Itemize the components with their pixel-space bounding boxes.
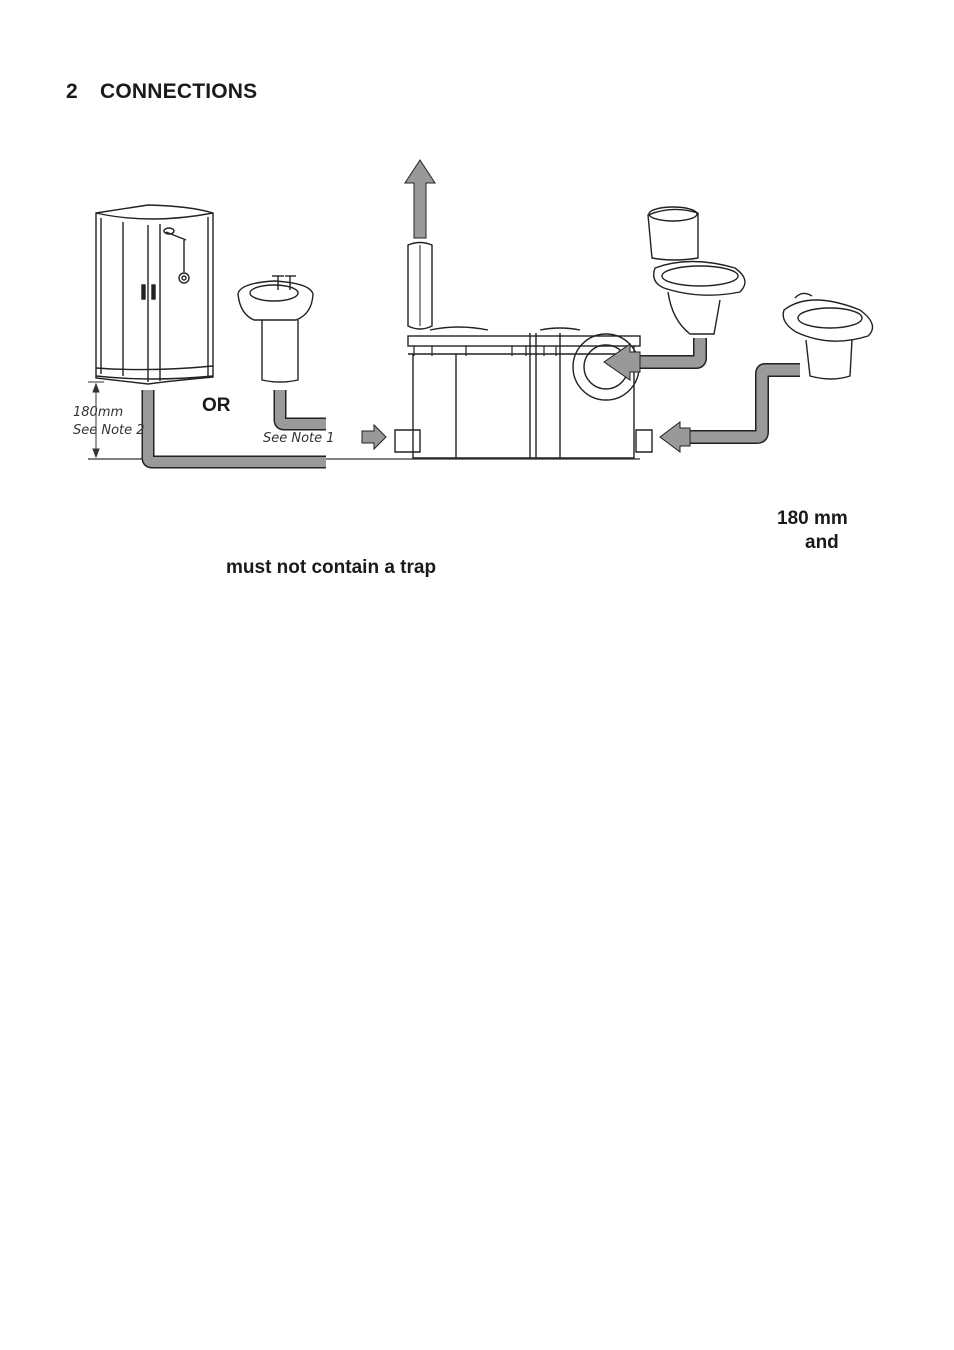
- connections-diagram: [88, 159, 874, 469]
- shower-enclosure-illustration: [95, 204, 214, 385]
- inlet-arrow-left: [361, 423, 387, 451]
- text-fragment-and: and: [805, 532, 839, 553]
- text-fragment-180mm: 180 mm: [777, 508, 848, 529]
- drain-pipes-left: [141, 390, 326, 469]
- shower-note-ref: See Note 2: [73, 423, 145, 438]
- basin-illustration: [237, 275, 314, 383]
- wc-inlet-arrow: [603, 343, 641, 381]
- height-dimension: [88, 381, 104, 459]
- shower-height-note: 180mm See Note 2: [73, 404, 145, 440]
- discharge-arrow-up: [404, 159, 436, 239]
- bidet-pipe: [676, 363, 800, 444]
- bidet-illustration: [782, 292, 874, 380]
- wc-illustration: [647, 206, 746, 335]
- basin-note-ref: See Note 1: [263, 431, 335, 446]
- or-label: OR: [202, 395, 231, 416]
- macerator-unit-illustration: [394, 326, 653, 459]
- shower-height-value: 180mm: [73, 405, 124, 420]
- discharge-pipe: [407, 241, 433, 330]
- text-fragment-trap: must not contain a trap: [226, 557, 437, 578]
- section-title: CONNECTIONS: [100, 80, 258, 103]
- section-heading: 2 CONNECTIONS: [66, 80, 257, 104]
- inlet-arrow-right: [659, 421, 691, 453]
- section-number: 2: [66, 80, 78, 103]
